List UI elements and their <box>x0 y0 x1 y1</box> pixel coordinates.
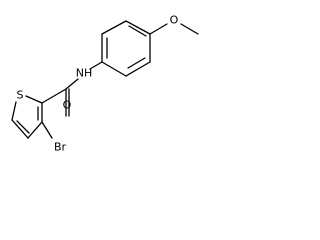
bond <box>101 20 127 35</box>
bond <box>25 95 43 104</box>
structure-canvas: O NH O S Br <box>0 0 222 165</box>
methoxy-oxygen-label: O <box>170 14 179 27</box>
thiophene-ring: S <box>11 88 67 139</box>
double-bond-inner <box>16 120 30 134</box>
bond <box>180 23 199 35</box>
bond <box>41 121 53 139</box>
double-bond-inner <box>127 57 146 69</box>
double-bond-inner <box>128 25 147 37</box>
bromine-substituent: Br <box>41 121 67 154</box>
bond <box>27 121 43 139</box>
thiophene-sulfur-label: S <box>17 89 24 102</box>
bond <box>41 88 67 104</box>
bond <box>125 20 151 35</box>
molecule-diagram: O NH O S Br <box>11 14 199 154</box>
benzene-ring <box>101 20 151 77</box>
amide-nh-label: NH <box>76 67 93 80</box>
bond <box>11 119 29 139</box>
bond <box>65 78 79 90</box>
bromine-label: Br <box>54 141 67 154</box>
methoxy-group: O <box>149 14 199 35</box>
carbonyl-group: O <box>63 88 72 117</box>
bond <box>89 61 103 70</box>
bond <box>125 61 151 77</box>
bond <box>101 61 127 77</box>
amide-linker: NH <box>65 61 103 90</box>
carbonyl-oxygen-label: O <box>63 99 72 112</box>
bond <box>149 23 168 35</box>
bond <box>11 101 17 121</box>
